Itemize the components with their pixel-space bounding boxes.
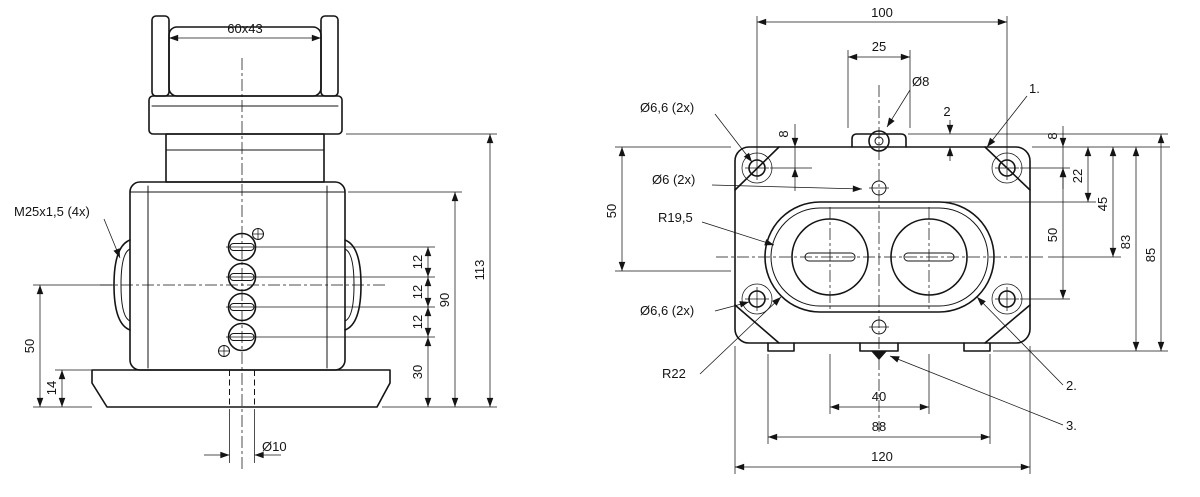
- label-mount-holes-bottom: Ø6,6 (2x): [640, 303, 694, 318]
- label-outer-radius: R22: [662, 366, 686, 381]
- front-view: 60x43 113 90 12 12 12 30: [14, 15, 497, 472]
- dim-mount-hole-spacing-v: 50: [1045, 228, 1060, 242]
- top-view-centerlines: [716, 85, 1046, 432]
- dim-hood-size: 60x43: [227, 21, 262, 36]
- label-cover-screw-holes: Ø6 (2x): [652, 172, 695, 187]
- dim-pitch-1: 12: [410, 255, 425, 269]
- top-view-dimensions: 100 25 Ø8 2 8 Ø6,6 (2x) Ø6 (2x): [604, 5, 1170, 474]
- dim-edge-to-center: 45: [1095, 197, 1110, 211]
- gasket-recess: [764, 201, 995, 313]
- dim-body-height: 90: [437, 293, 452, 307]
- callout-2: 2.: [1066, 378, 1077, 393]
- mounting-base: [91, 369, 391, 408]
- bottom-feet: [767, 342, 991, 360]
- dim-body-depth: 83: [1118, 235, 1133, 249]
- connector-hood: [148, 15, 343, 183]
- top-view-callouts: 1. 2. 3.: [889, 81, 1077, 433]
- dim-boss-width: 25: [872, 39, 886, 54]
- dim-mount-hole-spacing-h: 100: [871, 5, 893, 20]
- dim-bottom-offset: 30: [410, 365, 425, 379]
- drain-mark: [871, 351, 887, 360]
- label-gland-thread: M25x1,5 (4x): [14, 204, 90, 219]
- label-inner-radius: R19,5: [658, 210, 693, 225]
- cover-screws-front: [218, 228, 264, 357]
- enclosure-body: [129, 181, 346, 371]
- dim-base-height: 14: [44, 381, 59, 395]
- dim-edge-to-recess: 22: [1070, 169, 1085, 183]
- dim-boss-hole: Ø8: [912, 74, 929, 89]
- callout-3: 3.: [1066, 418, 1077, 433]
- dim-gland-spacing: 40: [872, 389, 886, 404]
- side-cable-entries: [113, 239, 362, 331]
- label-mount-holes-top: Ø6,6 (2x): [640, 100, 694, 115]
- dim-entry-height: 50: [22, 339, 37, 353]
- top-plate-outline: [734, 146, 1031, 344]
- dim-total-width: 120: [871, 449, 893, 464]
- cover-screw-holes-top: [869, 180, 889, 335]
- dim-total-depth: 85: [1143, 248, 1158, 262]
- dim-hole-edge-offset-left: 8: [776, 130, 791, 137]
- front-view-dimensions: 60x43 113 90 12 12 12 30: [14, 21, 497, 463]
- callout-1: 1.: [1029, 81, 1040, 96]
- dim-pitch-3: 12: [410, 315, 425, 329]
- top-boss: [851, 130, 907, 152]
- top-view: 100 25 Ø8 2 8 Ø6,6 (2x) Ø6 (2x): [604, 5, 1170, 474]
- dim-boss-offset: 2: [943, 104, 950, 119]
- dim-hole-edge-offset-right: 8: [1045, 132, 1060, 139]
- dim-base-hole: Ø10: [262, 439, 287, 454]
- cable-glands-top: [791, 218, 968, 296]
- dim-foot-spacing: 88: [872, 419, 886, 434]
- dim-pitch-2: 12: [410, 285, 425, 299]
- dim-left-height: 50: [604, 204, 619, 218]
- dim-total-height: 113: [472, 260, 487, 281]
- terminal-stack: [226, 232, 258, 352]
